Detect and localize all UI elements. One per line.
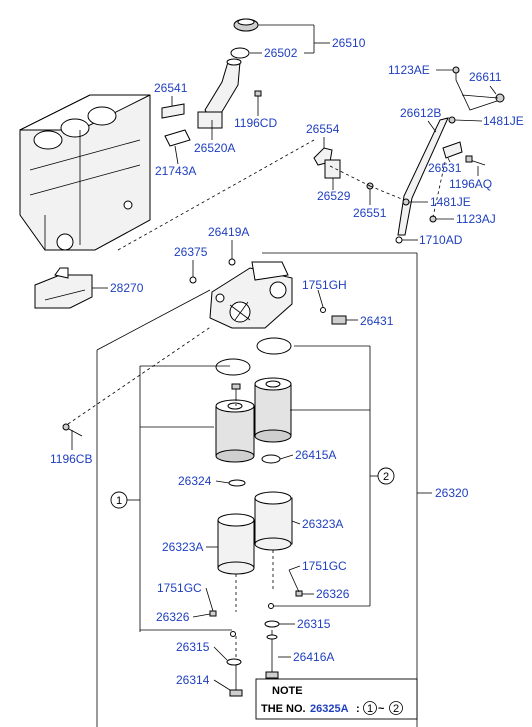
label-26612B: 26612B	[400, 106, 441, 120]
center-bolt	[231, 383, 241, 398]
plate-26541	[161, 103, 185, 119]
oring-26375	[189, 276, 197, 284]
label-1123AJ: 1123AJ	[456, 212, 496, 226]
callout-1-text: 1	[116, 495, 122, 507]
label-26541: 26541	[154, 81, 188, 95]
label-26502: 26502	[264, 46, 298, 60]
label-26375: 26375	[174, 245, 208, 259]
note-title: NOTE	[272, 685, 303, 697]
filler-tube	[204, 58, 242, 119]
callout-2-text: 2	[383, 471, 389, 483]
part-labels: 26510 26502 1123AE 26611 26541 1196CD 26…	[50, 36, 524, 687]
oil-filler-cap	[233, 18, 259, 32]
label-26320: 26320	[435, 486, 469, 500]
label-26520A: 26520A	[194, 141, 235, 155]
label-26416A: 26416A	[293, 650, 334, 664]
bolt-1196CB	[62, 423, 83, 437]
label-26529: 26529	[317, 189, 351, 203]
label-26554: 26554	[306, 122, 340, 136]
label-28270: 28270	[110, 281, 144, 295]
label-26431: 26431	[360, 314, 394, 328]
label-26323A-left: 26323A	[162, 540, 203, 554]
filter-case-right	[254, 491, 293, 551]
note-part-number: 26325A	[310, 703, 349, 715]
note-box: NOTE THE NO. 26325A : 1 ~ 2	[255, 678, 418, 720]
drain-plug-left	[209, 610, 236, 637]
washer-26315-left	[226, 658, 242, 666]
note-callout-2: 2	[393, 703, 399, 715]
label-26419A: 26419A	[208, 225, 249, 239]
bolt-1123AE	[452, 66, 460, 74]
label-26415A: 26415A	[295, 448, 336, 462]
label-1751GC-left: 1751GC	[157, 581, 202, 595]
label-26326-right: 26326	[316, 587, 350, 601]
filter-element-left	[215, 399, 255, 463]
note-tilde: ~	[378, 703, 385, 715]
label-1123AE: 1123AE	[388, 63, 430, 77]
label-1710AD: 1710AD	[419, 233, 463, 247]
oring-1710AD	[395, 236, 403, 244]
label-26315-left: 26315	[176, 640, 210, 654]
label-1196AQ: 1196AQ	[449, 177, 492, 191]
engine-block	[19, 94, 151, 251]
baffle-28270	[34, 267, 93, 309]
gasket-left	[215, 358, 251, 376]
bracket-26531	[442, 141, 463, 159]
leader-lines	[71, 24, 497, 727]
label-26326-left: 26326	[156, 610, 190, 624]
dipstick-26611	[455, 72, 505, 111]
adapter-26529	[324, 159, 341, 179]
label-1751GH: 1751GH	[302, 278, 347, 292]
note-separator: :	[356, 703, 360, 715]
bolt-26416A	[265, 630, 279, 679]
label-26324: 26324	[178, 474, 212, 488]
label-21743A: 21743A	[155, 164, 196, 178]
label-26531: 26531	[428, 161, 462, 175]
oring-26419A	[228, 258, 236, 266]
label-1481JE-mid: 1481JE	[430, 195, 471, 209]
sensor-26431	[331, 315, 347, 325]
label-26510: 26510	[332, 36, 366, 50]
filter-case-left	[217, 513, 255, 575]
label-1196CD: 1196CD	[234, 116, 277, 130]
gasket-right	[256, 337, 292, 355]
label-26314: 26314	[176, 673, 210, 687]
label-1196CB: 1196CB	[50, 452, 92, 466]
note-callout-1: 1	[367, 703, 373, 715]
oring-1751GH	[320, 307, 326, 313]
bolt-26314	[229, 665, 243, 697]
bolt-1196AQ	[465, 155, 486, 166]
label-26551: 26551	[353, 206, 387, 220]
callout-2: 2	[377, 467, 395, 485]
note-prefix: THE NO.	[261, 703, 306, 715]
gasket-21743A	[164, 129, 191, 147]
cap-gasket	[230, 47, 250, 59]
dipstick-tube-26612B	[397, 117, 449, 236]
label-26315-right: 26315	[297, 617, 331, 631]
callout-1: 1	[110, 491, 128, 509]
dashed-guide-lines	[67, 139, 446, 660]
label-26323A-right: 26323A	[302, 517, 343, 531]
oil-filter-head	[209, 261, 293, 329]
filler-gasket-plate	[197, 111, 223, 129]
washer-26315-right	[264, 620, 280, 628]
plate-26415A	[261, 454, 281, 464]
label-1481JE-top: 1481JE	[483, 114, 524, 128]
label-1751GC-right: 1751GC	[302, 559, 347, 573]
seal-26324	[228, 479, 246, 487]
filter-element-right	[254, 377, 292, 443]
label-26611: 26611	[469, 70, 502, 84]
bolt-1196CD	[254, 90, 262, 110]
